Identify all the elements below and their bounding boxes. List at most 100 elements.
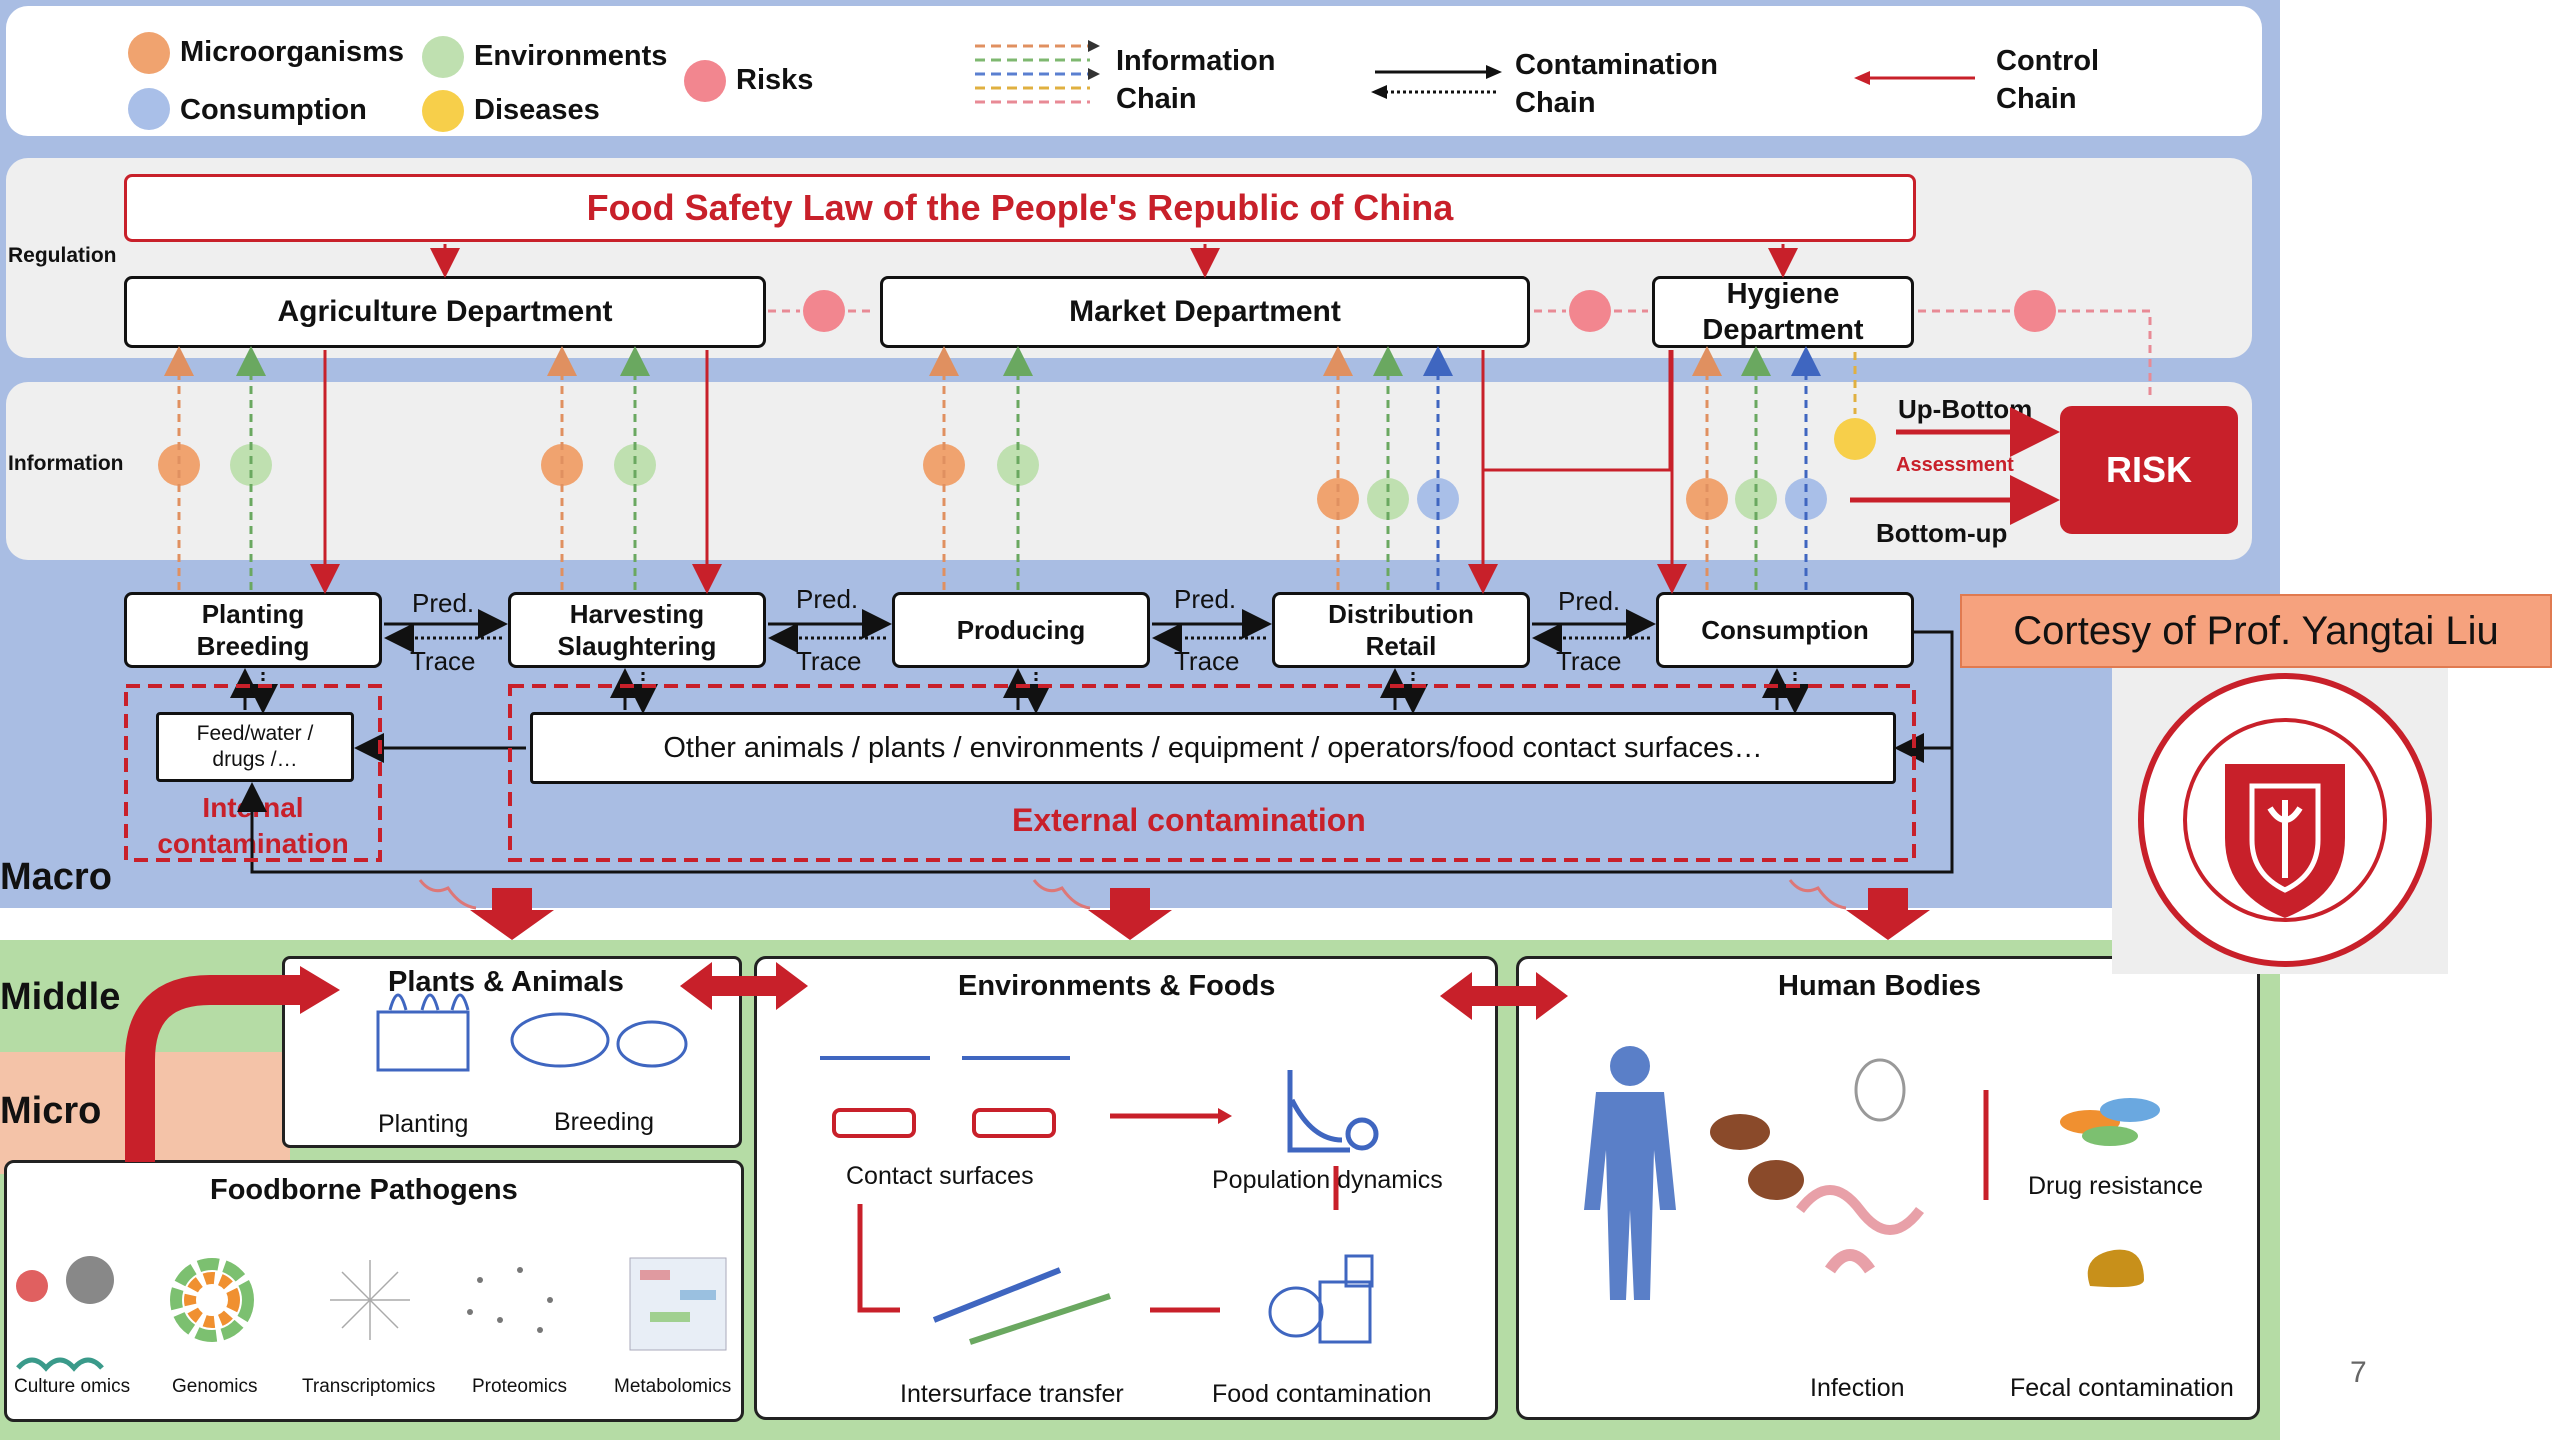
risk-dot: [2014, 290, 2056, 332]
contact-to-transfer-arrow: [857, 1204, 900, 1313]
harvesting-slaughtering-label: Harvesting Slaughtering: [557, 599, 717, 661]
risks-legend-dot: [684, 60, 726, 102]
information-chain-legend-label: Information Chain: [1116, 45, 1276, 115]
planting-breeding-box: Planting Breeding: [124, 592, 382, 668]
environments-foods-panel: [754, 956, 1498, 1420]
pred-label: Pred.: [1558, 586, 1621, 616]
culture-omics-icon: [16, 1256, 114, 1372]
information-panel: [6, 382, 2252, 560]
micro-to-plants-arrowhead: [300, 966, 340, 1014]
risks-legend-label: Risks: [736, 64, 814, 96]
other-sources-box: Other animals / plants / environments / …: [530, 712, 1896, 784]
population-dynamics-label: Population dynamics: [1212, 1166, 1443, 1194]
other-sources-label: Other animals / plants / environments / …: [663, 731, 1763, 764]
environments-legend-dot: [422, 36, 464, 78]
intersurface-transfer-label: Intersurface transfer: [900, 1380, 1124, 1408]
microorganisms-legend-dot: [128, 32, 170, 74]
environments-legend-label: Environments: [474, 40, 668, 72]
human-bodies-title: Human Bodies: [1778, 970, 1982, 1002]
environment-info-dot: [997, 444, 1039, 486]
consumption-legend-dot: [128, 88, 170, 130]
environment-info-dot: [614, 444, 656, 486]
plants-animals-panel: [282, 956, 742, 1148]
human-body-icon: [1584, 1046, 1676, 1300]
pred-label: Pred.: [796, 584, 859, 614]
environments-foods-title: Environments & Foods: [958, 970, 1276, 1002]
metabolomics-icon: [629, 1257, 727, 1351]
pred-label: Pred.: [1174, 584, 1237, 614]
university-logo: [2138, 673, 2432, 967]
assessment-label: Assessment: [1896, 454, 2014, 476]
external-contamination-label: External contamination: [1012, 802, 1366, 838]
proteomics-icon: [467, 1267, 553, 1333]
genomics-label: Genomics: [172, 1376, 258, 1397]
trace-label: Trace: [1174, 646, 1240, 676]
bottom-up-label: Bottom-up: [1876, 518, 2008, 548]
planting-icon: [376, 993, 470, 1072]
transcriptomics-icon: [330, 1260, 410, 1340]
producing-label: Producing: [956, 614, 1086, 645]
genomics-icon: [170, 1258, 254, 1342]
contamination-chain-legend-label: Contamination Chain: [1515, 49, 1718, 119]
distribution-retail-label: Distribution Retail: [1328, 599, 1474, 661]
micro-label: Micro: [0, 1090, 102, 1132]
up-bottom-label: Up-Bottom: [1898, 394, 2033, 424]
consumption-box: Consumption: [1656, 592, 1914, 668]
hygiene-department-label: Hygiene Department: [1702, 278, 1864, 346]
drug-resistance-label: Drug resistance: [2028, 1172, 2204, 1200]
fecal-contamination-icon: [2087, 1249, 2144, 1288]
fecal-contamination-label: Fecal contamination: [2010, 1374, 2234, 1402]
diseases-legend-label: Diseases: [474, 94, 600, 126]
foodborne-pathogens-title: Foodborne Pathogens: [210, 1174, 518, 1206]
risk-dot: [1569, 290, 1611, 332]
food-safety-law-box: Food Safety Law of the People's Republic…: [124, 174, 1916, 242]
organs-icon: [1710, 1058, 1989, 1274]
trace-label: Trace: [1556, 646, 1622, 676]
diseases-legend-dot: [422, 90, 464, 132]
microorganism-info-dot: [158, 444, 200, 486]
macro-label: Macro: [0, 856, 112, 898]
harvesting-slaughtering-box: Harvesting Slaughtering: [508, 592, 766, 668]
plants-animals-title: Plants & Animals: [388, 966, 624, 998]
metabolomics-label: Metabolomics: [614, 1376, 732, 1397]
population-dynamics-icon: [1287, 1070, 1379, 1153]
breeding-icon: [510, 1012, 688, 1068]
microorganisms-legend-label: Microorganisms: [180, 36, 404, 68]
market-department-label: Market Department: [1069, 295, 1341, 328]
disease-info-dot: [1834, 418, 1876, 460]
intersurface-transfer-icon: [932, 1267, 1111, 1345]
producing-box: Producing: [892, 592, 1150, 668]
courtesy-banner: Cortesy of Prof. Yangtai Liu: [1960, 594, 2552, 668]
food-contamination-label: Food contamination: [1212, 1380, 1432, 1408]
transcriptomics-label: Transcriptomics: [302, 1376, 436, 1397]
distribution-retail-box: Distribution Retail: [1272, 592, 1530, 668]
trace-label: Trace: [796, 646, 862, 676]
consumption-legend-label: Consumption: [180, 94, 367, 126]
bottom-illustrations: [16, 962, 2160, 1372]
hygiene-department-box: Hygiene Department: [1652, 276, 1914, 348]
breeding-label: Breeding: [554, 1108, 655, 1136]
information-label: Information: [8, 452, 124, 475]
feed-water-drugs-box: Feed/water / drugs /…: [156, 712, 354, 782]
contact-surfaces-label: Contact surfaces: [846, 1162, 1034, 1190]
trace-label: Trace: [410, 646, 476, 676]
proteomics-label: Proteomics: [472, 1376, 568, 1397]
legend-arrows: [975, 40, 1975, 104]
environment-info-dot: [230, 444, 272, 486]
foodborne-pathogens-panel: [4, 1160, 744, 1422]
risk-dot: [803, 290, 845, 332]
drug-resistance-icon: [2060, 1098, 2160, 1146]
risk-box: RISK: [2060, 406, 2238, 534]
pred-label: Pred.: [412, 588, 475, 618]
legend-panel: [6, 6, 2262, 136]
macro-arrows: [124, 244, 2152, 940]
courtesy-text: Cortesy of Prof. Yangtai Liu: [2013, 608, 2499, 653]
middle-label: Middle: [0, 976, 121, 1018]
infection-label: Infection: [1810, 1374, 1905, 1402]
culture-omics-label: Culture omics: [14, 1376, 131, 1397]
risk-label: RISK: [2105, 449, 2192, 490]
food-safety-law-title: Food Safety Law of the People's Republic…: [586, 187, 1454, 228]
agriculture-department-box: Agriculture Department: [124, 276, 766, 348]
food-contamination-icon: [1268, 1254, 1374, 1344]
planting-breeding-label: Planting Breeding: [196, 599, 310, 661]
